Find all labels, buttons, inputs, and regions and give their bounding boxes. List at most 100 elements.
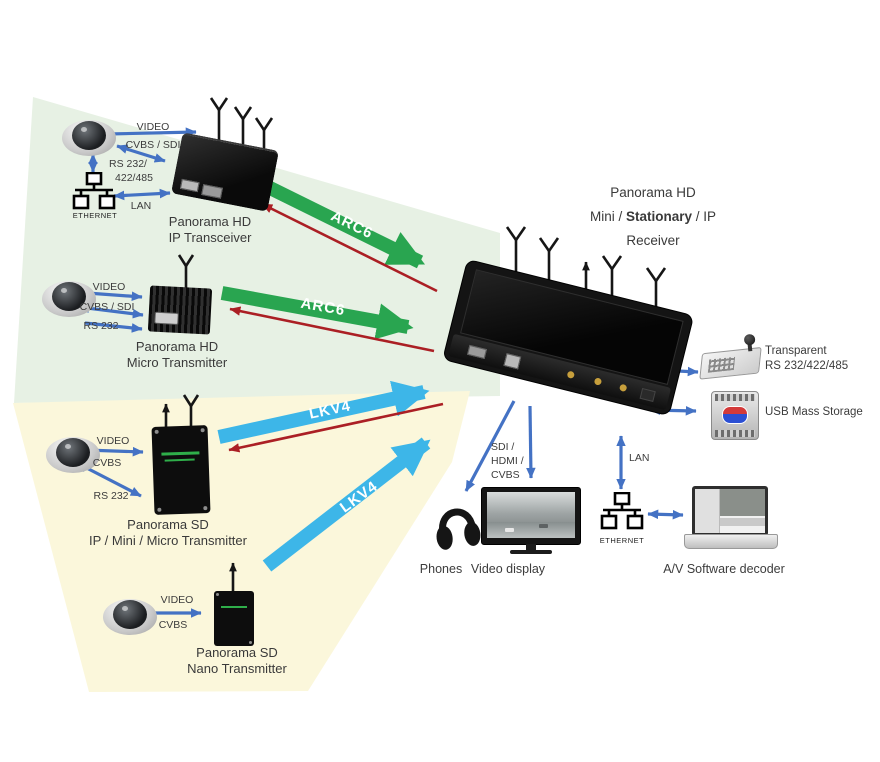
- usb-grille: [715, 430, 755, 437]
- micro-transmitter-name-line1: Panorama HD: [135, 339, 219, 354]
- keyboard-body: [699, 346, 762, 380]
- sd-transmitter-device: [151, 425, 211, 515]
- transparent-label-line2: RS 232/422/485: [765, 360, 849, 372]
- screw: [157, 507, 162, 512]
- receiver-name-line1: Panorama HD: [610, 185, 696, 200]
- return-arrow-2: [229, 306, 435, 353]
- micro-transmitter-name: Panorama HD Micro Transmitter: [127, 339, 227, 371]
- video-cable-2: [86, 291, 143, 302]
- ip-transceiver-name: Panorama HD IP Transceiver: [169, 214, 252, 246]
- usb-port: [639, 387, 656, 403]
- tv-icon: [481, 487, 581, 557]
- lkv4-link-arrow-1: [217, 380, 430, 444]
- ip-transceiver-name-line1: Panorama HD: [168, 214, 252, 229]
- screw: [203, 506, 208, 511]
- video-cable-1: [107, 127, 197, 138]
- screw: [154, 429, 159, 434]
- laptop-timeline: [720, 518, 765, 526]
- output-label-line3: CVBS: [491, 469, 520, 481]
- usb-logo: [722, 406, 748, 424]
- lan-label-1: LAN: [130, 200, 152, 212]
- laptop-display: [695, 489, 765, 533]
- joystick-keyboard-icon: [699, 333, 768, 390]
- pcb-silkscreen: [164, 458, 195, 462]
- display-cable: [526, 405, 536, 479]
- tv-car: [505, 528, 514, 532]
- return-arrow-1: [261, 202, 438, 293]
- transparent-label-line1: Transparent: [765, 345, 827, 357]
- laptop-icon: [684, 486, 778, 550]
- db9-port: [179, 178, 200, 193]
- sd-transmitter-name-line1: Panorama SD: [127, 517, 209, 532]
- dome-camera-1: [62, 112, 116, 158]
- laptop-base: [684, 534, 778, 549]
- nano-transmitter-name: Panorama SD Nano Transmitter: [187, 645, 287, 677]
- rs232-cable-2: [84, 321, 143, 333]
- phones-label: Phones: [419, 562, 463, 576]
- pcb-silkscreen: [221, 606, 247, 608]
- hdmi-port: [201, 184, 223, 199]
- screw: [200, 428, 205, 433]
- nano-transmitter-name-line2: Nano Transmitter: [187, 661, 287, 676]
- video-label-4: VIDEO: [160, 594, 194, 606]
- camera-dome: [72, 121, 106, 150]
- tv-road: [487, 522, 575, 538]
- ethernet-laptop-cable: [647, 509, 684, 520]
- sma-connector: [618, 383, 628, 393]
- micro-transmitter-device: [147, 285, 213, 335]
- rs232-label-1b: 422/485: [115, 172, 153, 184]
- laptop-app-panel: [695, 489, 720, 533]
- cvbs-sdi-label-2: CVBS / SDI: [79, 301, 135, 313]
- camera-dome: [56, 438, 90, 467]
- screw: [216, 593, 219, 596]
- arc6-link-arrow-2: [220, 286, 414, 340]
- sma-connector: [593, 377, 603, 386]
- laptop-video-thumbnail: [720, 489, 765, 516]
- video-label-1: VIDEO: [136, 121, 170, 133]
- headphones-icon: [429, 487, 484, 564]
- ethernet-label-1: ETHERNET: [72, 211, 118, 220]
- ethernet-icon-1: [71, 171, 117, 215]
- rs232-label-1a: RS 232/: [109, 158, 147, 170]
- ethernet-icon-2: [599, 491, 645, 535]
- phones-cable: [464, 400, 516, 492]
- rj45-port: [503, 353, 522, 370]
- ethernet-label-2: ETHERNET: [599, 536, 645, 545]
- dome-camera-4: [103, 591, 157, 637]
- lan-label-2: LAN: [629, 452, 650, 464]
- cvbs-sdi-label-1: CVBS / SDI: [125, 139, 181, 151]
- tv-car: [539, 524, 548, 528]
- receiver-name-line3: Receiver: [626, 233, 680, 248]
- rs232-label-3: RS 232: [93, 490, 129, 502]
- tv-body: [481, 487, 581, 545]
- vga-port: [467, 344, 487, 359]
- output-label-line1: SDI /: [491, 441, 515, 453]
- camera-lens-glint: [81, 127, 87, 132]
- usb-drive-body: [711, 391, 759, 440]
- camera-dome: [113, 600, 147, 629]
- tv-screen: [487, 492, 575, 538]
- ip-transceiver-name-line2: IP Transceiver: [168, 230, 252, 245]
- arc6-link-arrow-1: [262, 179, 426, 269]
- camera-lens-glint: [122, 606, 128, 611]
- laptop-screen: [692, 486, 768, 536]
- cvbs-label-3: CVBS: [92, 457, 122, 469]
- dome-camera-2: [42, 273, 96, 319]
- lan-cable-1: [113, 188, 171, 201]
- rs232-label-2: RS 232: [83, 320, 119, 332]
- dome-camera-3: [46, 429, 100, 475]
- screw: [249, 641, 252, 644]
- receiver-name-line2: Mini / Stationary / IP: [589, 209, 717, 224]
- av-decoder-label: A/V Software decoder: [663, 562, 785, 576]
- sma-connector: [566, 370, 576, 380]
- lkv4-link-arrow-2: [262, 437, 431, 572]
- cvbs-label-4: CVBS: [158, 619, 188, 631]
- receiver-name: Panorama HD Mini / Stationary / IP Recei…: [590, 181, 716, 253]
- sd-transmitter-name: Panorama SD IP / Mini / Micro Transmitte…: [89, 517, 247, 549]
- dvi-port: [154, 311, 179, 325]
- usb-drive-icon: [711, 391, 759, 440]
- return-arrow-3: [228, 402, 444, 453]
- keyboard-keys: [707, 356, 736, 373]
- usb-grille: [715, 394, 755, 401]
